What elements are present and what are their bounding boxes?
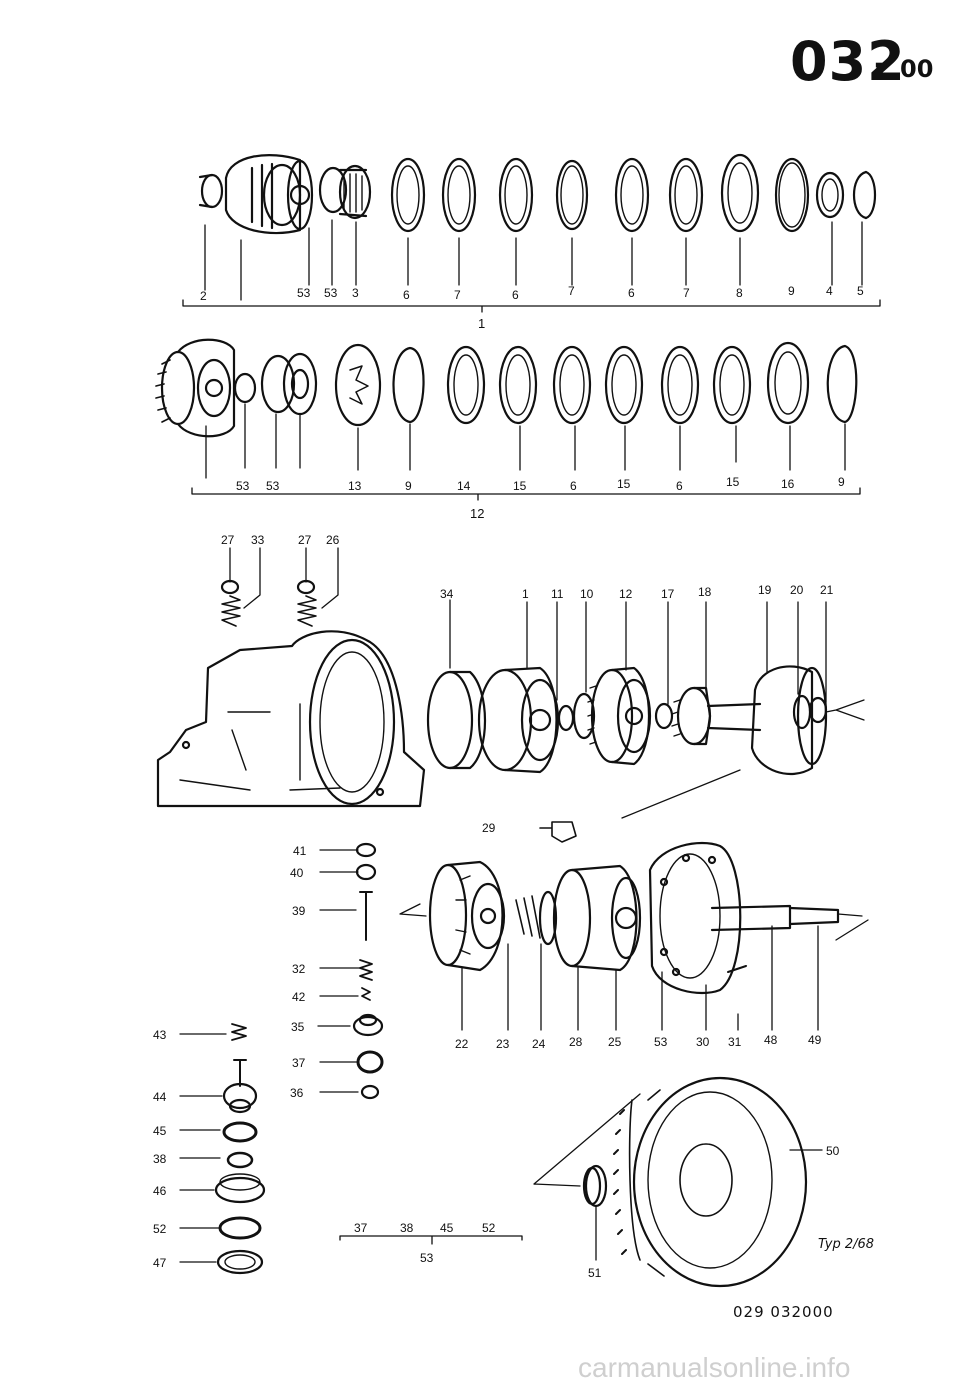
row1-label: 8 — [736, 286, 743, 300]
row4-bottom-label: 31 — [728, 1035, 742, 1049]
row5-left-label: 47 — [153, 1256, 167, 1270]
row4-bottom-label: 30 — [696, 1035, 710, 1049]
row3-part-label: 17 — [661, 587, 675, 601]
row3-part-label: 19 — [758, 583, 772, 597]
row4-left-label: 40 — [290, 866, 304, 880]
row4-left-label: 36 — [290, 1086, 304, 1100]
row1-label: 53 — [324, 286, 338, 300]
row2-label: 9 — [405, 479, 412, 493]
row5-part-label: 50 — [826, 1144, 840, 1158]
row5-group-item: 52 — [482, 1221, 496, 1235]
row2-label: 13 — [348, 479, 362, 493]
row2-label: 15 — [617, 477, 631, 491]
row3-part-label: 21 — [820, 583, 834, 597]
row1-label: 3 — [352, 286, 359, 300]
row1-label: 4 — [826, 284, 833, 298]
row1-group-label: 1 — [478, 316, 485, 331]
row5-group-label: 53 — [420, 1251, 434, 1265]
row4-bottom-label: 25 — [608, 1035, 622, 1049]
row5-labels: 43 44 45 38 46 52 47 37 38 45 52 53 50 5… — [153, 1028, 840, 1280]
row3-part-label: 12 — [619, 587, 633, 601]
row2-label: 6 — [570, 479, 577, 493]
row3-part-label: 18 — [698, 585, 712, 599]
row5-left-label: 45 — [153, 1124, 167, 1138]
row4-bottom-label: 24 — [532, 1037, 546, 1051]
page-code-suffix: 00 — [900, 55, 934, 83]
row4-labels: 41 40 39 32 42 35 37 36 22 23 24 28 25 5… — [290, 844, 822, 1100]
page-code-dash: - — [874, 44, 889, 84]
page-code: 032 — [790, 30, 906, 93]
row1-label: 6 — [628, 286, 635, 300]
row5-left-label: 38 — [153, 1152, 167, 1166]
row4-bottom-label: 28 — [569, 1035, 583, 1049]
row4-left-label: 42 — [292, 990, 306, 1004]
row5-group-item: 37 — [354, 1221, 368, 1235]
row3-labels: 27 33 27 26 34 1 11 10 12 17 18 19 20 21… — [221, 533, 834, 835]
row2-group-label: 12 — [470, 506, 484, 521]
row5-left-label: 43 — [153, 1028, 167, 1042]
row2-label: 53 — [236, 479, 250, 493]
row5-group-item: 38 — [400, 1221, 414, 1235]
row1-label: 5 — [857, 284, 864, 298]
document-number: 029 032000 — [733, 1303, 834, 1321]
row5-left-label: 52 — [153, 1222, 167, 1236]
row1-label: 6 — [403, 288, 410, 302]
row4-bottom-label: 22 — [455, 1037, 469, 1051]
row1-label: 7 — [454, 288, 461, 302]
row2-label: 16 — [781, 477, 795, 491]
row1-labels: 2 53 53 3 6 7 6 7 6 7 8 9 4 5 1 — [200, 284, 864, 331]
row2-label: 6 — [676, 479, 683, 493]
row2-labels: 53 53 13 9 14 15 6 15 6 15 16 9 12 — [236, 475, 845, 521]
row5-parts — [179, 1023, 823, 1288]
watermark: carmanualsonline.info — [578, 1352, 851, 1383]
row5-left-label: 44 — [153, 1090, 167, 1104]
row4-bottom-label: 48 — [764, 1033, 778, 1047]
row1-label: 53 — [297, 286, 311, 300]
row4-bottom-label: 49 — [808, 1033, 822, 1047]
row3-top-label: 33 — [251, 533, 265, 547]
row4-parts — [317, 842, 869, 1100]
row2-label: 15 — [726, 475, 740, 489]
row3-part-label: 34 — [440, 587, 454, 601]
row4-bottom-label: 23 — [496, 1037, 510, 1051]
row3-top-label: 27 — [298, 533, 312, 547]
row2-parts — [155, 338, 861, 501]
row2-label: 53 — [266, 479, 280, 493]
row3-top-label: 27 — [221, 533, 235, 547]
row4-bottom-label: 53 — [654, 1035, 668, 1049]
row2-label: 9 — [838, 475, 845, 489]
row3-part-label: 11 — [551, 587, 564, 601]
row3-part-label: 1 — [522, 587, 529, 601]
row3-top-label: 26 — [326, 533, 340, 547]
row2-label: 14 — [457, 479, 471, 493]
row1-label: 9 — [788, 284, 795, 298]
row1-label: 2 — [200, 289, 207, 303]
row5-left-label: 46 — [153, 1184, 167, 1198]
row3-mid-label: 29 — [482, 821, 496, 835]
type-label: Typ 2/68 — [818, 1237, 875, 1252]
row2-label: 15 — [513, 479, 527, 493]
row1-parts — [182, 153, 881, 313]
row3-part-label: 20 — [790, 583, 804, 597]
row4-left-label: 32 — [292, 962, 306, 976]
row3-part-label: 10 — [580, 587, 594, 601]
row1-label: 6 — [512, 288, 519, 302]
row1-label: 7 — [568, 284, 575, 298]
row5-group-item: 45 — [440, 1221, 454, 1235]
row3-parts — [156, 547, 865, 843]
row5-part-label: 51 — [588, 1266, 602, 1280]
row4-left-label: 35 — [291, 1020, 305, 1034]
row1-label: 7 — [683, 286, 690, 300]
row4-left-label: 39 — [292, 904, 306, 918]
row4-left-label: 41 — [293, 844, 307, 858]
row4-left-label: 37 — [292, 1056, 306, 1070]
